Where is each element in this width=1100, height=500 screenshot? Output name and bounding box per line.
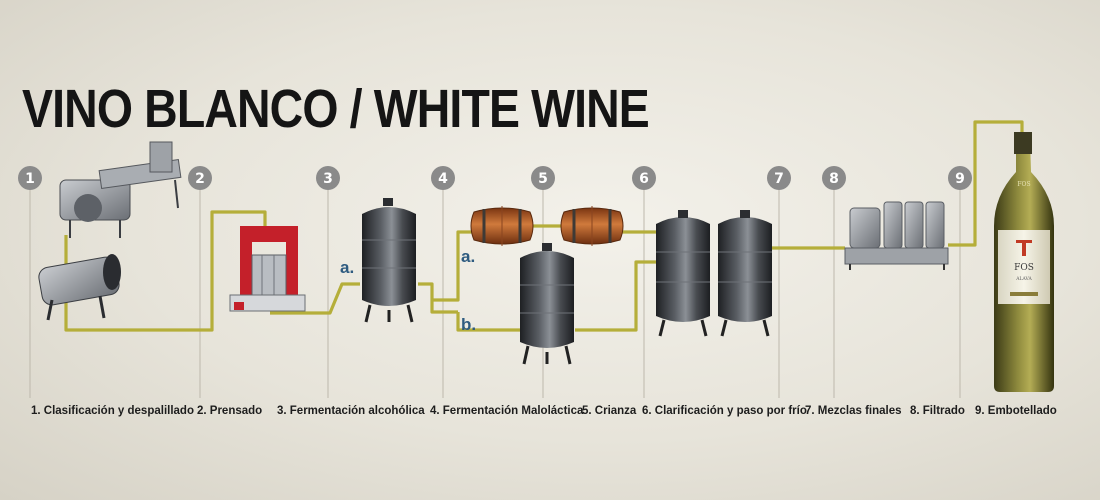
step-badge-2: 2 (188, 166, 212, 190)
malolactic-tank (520, 243, 574, 365)
step-badge-7: 7 (767, 166, 791, 190)
step-number-5: 5 (538, 171, 548, 187)
step-badge-8: 8 (822, 166, 846, 190)
pipe-line (64, 120, 1024, 332)
sorting-drum (38, 254, 121, 321)
bottle-brand: FOS (1014, 263, 1034, 273)
step-number-2: 2 (195, 171, 205, 187)
step-caption-1: 1. Clasificación y despalillado (31, 405, 194, 417)
step-badge-4: 4 (431, 166, 455, 190)
branch-label-a-step3: a. (340, 258, 354, 277)
branch-label-b-step4: b. (461, 315, 476, 334)
step-caption-3: 3. Fermentación alcohólica (277, 405, 425, 417)
step-badge-5: 5 (531, 166, 555, 190)
step-badge-1: 1 (18, 166, 42, 190)
bottle-neck-brand: FOS (1017, 181, 1030, 188)
fermentation-tank (362, 198, 416, 323)
wine-press (229, 226, 306, 312)
step-caption-2: 2. Prensado (197, 405, 263, 417)
step-caption-8: 8. Filtrado (910, 405, 965, 417)
step-caption-5: 5. Crianza (582, 405, 637, 417)
step-badge-3: 3 (316, 166, 340, 190)
bottle-region: ALAVA (1015, 276, 1032, 282)
step-badge-6: 6 (632, 166, 656, 190)
step-number-1: 1 (25, 171, 35, 187)
destemmer-machine (59, 141, 182, 238)
bottle-logo-icon (1016, 240, 1032, 256)
clarification-tank-1 (656, 210, 710, 337)
step-badge-9: 9 (948, 166, 972, 190)
filter-unit (844, 201, 949, 270)
step-caption-7: 7. Mezclas finales (805, 405, 902, 417)
page-title: VINO BLANCO / WHITE WINE (22, 79, 650, 139)
step-number-6: 6 (639, 171, 649, 187)
step-number-7: 7 (774, 171, 784, 187)
step-number-9: 9 (955, 171, 965, 187)
step-number-3: 3 (323, 171, 333, 187)
step-number-8: 8 (829, 171, 839, 187)
branch-label-a-step4: a. (461, 247, 475, 266)
step-caption-6: 6. Clarificación y paso por frío (642, 405, 807, 417)
wine-bottle: FOS FOS ALAVA (994, 132, 1054, 392)
step-number-4: 4 (438, 171, 448, 187)
step-caption-9: 9. Embotellado (975, 405, 1057, 417)
step-caption-4: 4. Fermentación Maloláctica (430, 405, 584, 417)
step-dividers (29, 190, 961, 398)
clarification-tank-2 (718, 210, 772, 337)
oak-barrel-2 (560, 206, 624, 246)
oak-barrel-1 (470, 206, 534, 246)
